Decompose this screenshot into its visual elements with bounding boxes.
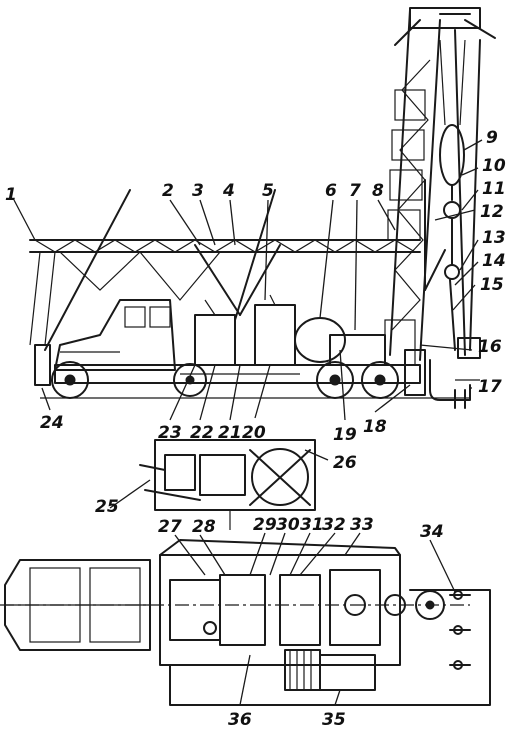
callout-36: 36 — [228, 710, 252, 730]
callout-7: 7 — [349, 181, 361, 201]
plan-rotary — [384, 594, 406, 616]
callout-13: 13 — [482, 228, 506, 248]
callout-33: 33 — [350, 515, 374, 535]
callout-1: 1 — [5, 185, 17, 205]
callout-11: 11 — [482, 179, 506, 199]
callout-27: 27 — [158, 517, 182, 537]
truck-cab — [54, 299, 176, 371]
rear-support-jack — [404, 349, 426, 396]
pipe-rack-boom — [29, 239, 421, 346]
callout-35: 35 — [322, 710, 346, 730]
callout-2: 2 — [162, 181, 174, 201]
callout-17: 17 — [478, 377, 502, 397]
callout-15: 15 — [480, 275, 504, 295]
guy-line-middle — [234, 189, 276, 321]
callout-22: 22 — [190, 423, 214, 443]
callout-20: 20 — [242, 423, 266, 443]
callout-19: 19 — [333, 425, 357, 445]
front-support-jack — [34, 344, 51, 386]
callout-31: 31 — [300, 515, 324, 535]
leader-lines — [13, 139, 483, 706]
callout-labels: 1 2 3 4 5 6 7 8 9 10 11 12 13 14 15 16 1… — [5, 128, 506, 730]
callout-14: 14 — [482, 251, 506, 271]
callout-26: 26 — [333, 453, 357, 473]
anchors — [449, 590, 471, 670]
callout-29: 29 — [253, 515, 277, 535]
callout-28: 28 — [192, 517, 216, 537]
callout-9: 9 — [486, 128, 498, 148]
truck-wheels — [51, 361, 399, 399]
callout-25: 25 — [95, 497, 119, 517]
callout-3: 3 — [192, 181, 204, 201]
callout-24: 24 — [40, 413, 64, 433]
callout-32: 32 — [322, 515, 346, 535]
callout-10: 10 — [482, 156, 506, 176]
callout-12: 12 — [480, 202, 504, 222]
drawworks-detail-view — [139, 439, 316, 530]
callout-16: 16 — [478, 337, 502, 357]
plan-view — [0, 539, 491, 706]
callout-23: 23 — [158, 423, 182, 443]
callout-21: 21 — [218, 423, 242, 443]
callout-30: 30 — [276, 515, 300, 535]
truck-chassis — [54, 364, 421, 384]
mast — [387, 7, 496, 361]
drawworks-machinery — [194, 294, 416, 366]
callout-6: 6 — [325, 181, 337, 201]
plan-truck-cab — [4, 559, 151, 651]
side-view — [29, 7, 496, 409]
callout-4: 4 — [222, 181, 235, 201]
callout-8: 8 — [372, 181, 384, 201]
guy-line-left — [44, 189, 131, 351]
callout-5: 5 — [262, 181, 274, 201]
plan-platform — [159, 554, 401, 666]
callout-18: 18 — [363, 417, 387, 437]
callout-34: 34 — [420, 522, 444, 542]
